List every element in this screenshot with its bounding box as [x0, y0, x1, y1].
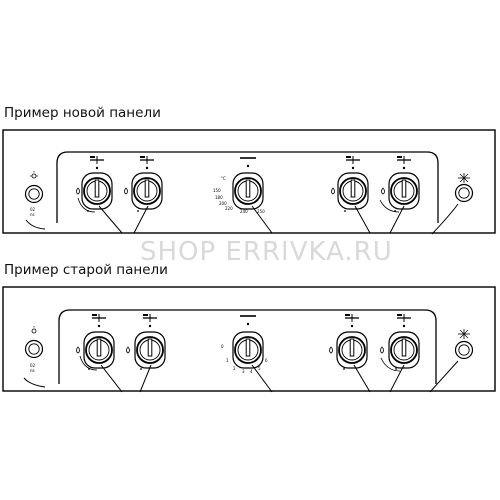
new-panel-caption: Пример новой панели	[4, 105, 161, 121]
old-mark-3: 3	[242, 369, 245, 374]
ignition-button[interactable]	[454, 183, 474, 203]
old-panel-inner-bezel	[58, 309, 437, 384]
new-panel-frame	[2, 129, 496, 234]
button-code-label: 02	[30, 207, 36, 212]
old-mark-zero: 0	[221, 344, 224, 349]
ignition-spark-icon	[458, 173, 470, 183]
burner-knob-4[interactable]	[379, 155, 420, 234]
temp-mark-3: 220	[225, 206, 233, 211]
old-button-code-label: 02	[30, 363, 36, 368]
temp-mark-0: 150	[213, 188, 221, 193]
old-burner-knob-4[interactable]	[380, 313, 420, 393]
new-panel: 02 ns	[2, 129, 496, 235]
old-oven-light-button[interactable]	[24, 339, 44, 359]
old-ignition-button[interactable]	[454, 340, 474, 360]
old-mark-6: 6	[265, 358, 268, 363]
old-oven-thermostat-knob[interactable]: 0 1 2 3 4 5 6	[221, 315, 273, 393]
old-ignition-spark-icon	[458, 329, 470, 339]
old-mark-1: 1	[226, 358, 229, 363]
old-mark-2: 2	[233, 366, 236, 371]
temp-mark-5: 250	[257, 209, 265, 214]
burner-knob-3[interactable]	[331, 155, 371, 234]
old-burner-knob-1[interactable]	[76, 313, 123, 393]
old-mark-5: 5	[258, 366, 261, 371]
old-burner-knob-2[interactable]	[126, 313, 166, 393]
burner-knob-2[interactable]	[124, 155, 163, 234]
flame-icon	[76, 187, 80, 195]
watermark-text: SHOP ERRIVKA.RU	[140, 237, 393, 267]
thermostat-unit-label: °C	[221, 176, 226, 181]
old-mark-4: 4	[250, 369, 253, 374]
old-panel-frame	[2, 286, 496, 392]
temp-mark-4: 240	[240, 209, 248, 214]
oven-light-icon	[30, 171, 38, 179]
oven-light-button[interactable]	[24, 184, 44, 204]
temp-mark-1: 180	[215, 195, 223, 200]
burner-knob-1[interactable]	[76, 155, 123, 234]
old-panel-caption: Пример старой панели	[4, 262, 168, 278]
old-burner-knob-3[interactable]	[329, 313, 371, 393]
button-code-label-2: ns	[30, 212, 35, 217]
temp-mark-2: 200	[219, 201, 227, 206]
old-panel: 02 ns	[2, 286, 496, 393]
old-button-code-label-2: ns	[30, 368, 35, 373]
new-panel-inner-bezel	[56, 151, 439, 223]
oven-thermostat-knob[interactable]: °C 150 180 200 220 240 250	[213, 157, 273, 234]
old-oven-light-icon	[31, 326, 37, 334]
